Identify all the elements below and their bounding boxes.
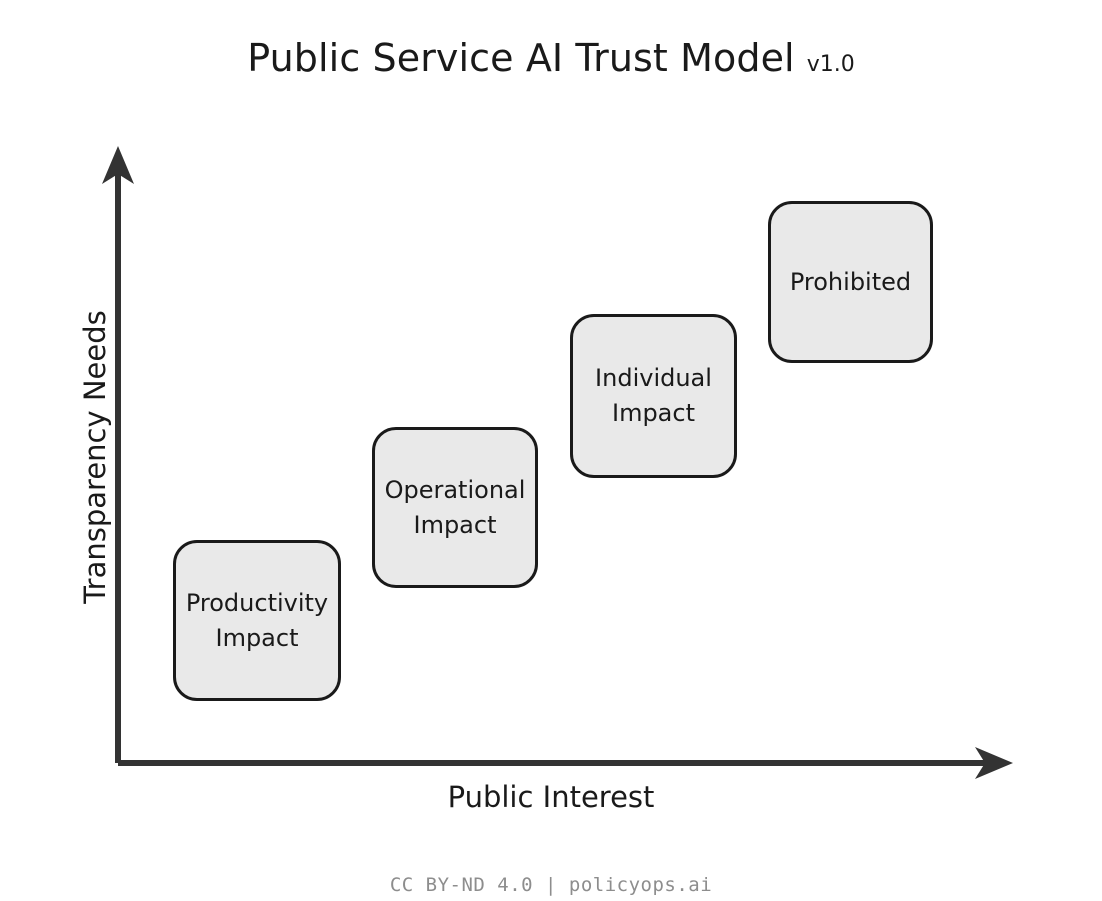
page-title: Public Service AI Trust Model v1.0 <box>0 36 1102 80</box>
stage-box-line2: Impact <box>215 623 299 652</box>
stage-box-line1: Operational <box>384 475 526 504</box>
title-main-text: Public Service AI Trust Model <box>247 36 795 80</box>
stage-box-line1: Individual <box>595 364 712 393</box>
stage-box-line1: Productivity <box>185 588 329 617</box>
x-axis-label: Public Interest <box>447 780 655 814</box>
stage-box-label: Prohibited <box>784 265 917 300</box>
title-version-text: v1.0 <box>806 52 855 77</box>
y-axis-arrow-icon <box>102 146 134 184</box>
stage-box-operational-impact[interactable]: Operational Impact <box>372 427 538 588</box>
stage-box-line2: Impact <box>413 510 497 539</box>
stage-box-line2: Impact <box>611 399 695 427</box>
stage-box-line1: Prohibited <box>789 267 912 296</box>
stage-box-label: Individual Impact <box>589 361 718 431</box>
footer-license-text: CC BY-ND 4.0 | policyops.ai <box>389 874 713 896</box>
stage-box-prohibited[interactable]: Prohibited <box>768 201 933 363</box>
stage-box-individual-impact[interactable]: Individual Impact <box>570 314 737 478</box>
stage-box-label: Operational Impact <box>379 473 532 543</box>
x-axis-arrow-icon <box>975 747 1013 779</box>
stage-box-productivity-impact[interactable]: Productivity Impact <box>173 540 341 701</box>
stage-box-label: Productivity Impact <box>180 586 334 656</box>
y-axis-label: Transparency Needs <box>78 310 112 604</box>
